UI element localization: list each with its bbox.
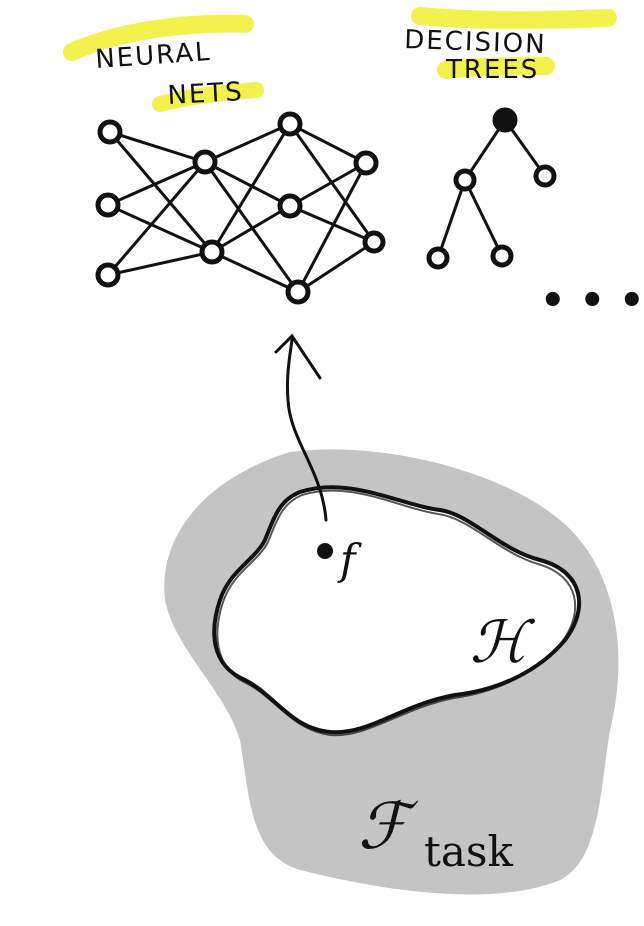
highlighter-marks: [63, 7, 617, 112]
hypothesis-outline-wobble: [216, 489, 577, 737]
ellipsis: • • •: [540, 278, 644, 324]
label-decision: DECISION: [404, 25, 547, 60]
arrowhead: [274, 333, 322, 380]
hypothesis-space-region: [212, 485, 582, 735]
neural-net-nodes: [95, 111, 386, 305]
label-nets: NETS: [167, 77, 245, 111]
hypothesis-label: ℋ: [470, 608, 536, 676]
task-space-subscript: task: [424, 827, 513, 876]
function-point: [317, 543, 333, 559]
highlight-neural: [63, 14, 254, 61]
label-trees: TREES: [445, 55, 539, 85]
neural-net-sketch: [95, 111, 386, 305]
neural-net-edges: [106, 122, 376, 294]
highlight-trees: [437, 57, 555, 79]
arrow-to-models: [286, 338, 328, 522]
highlight-decision: [411, 7, 617, 29]
decision-tree-sketch: [426, 107, 557, 270]
highlight-nets: [152, 82, 264, 112]
